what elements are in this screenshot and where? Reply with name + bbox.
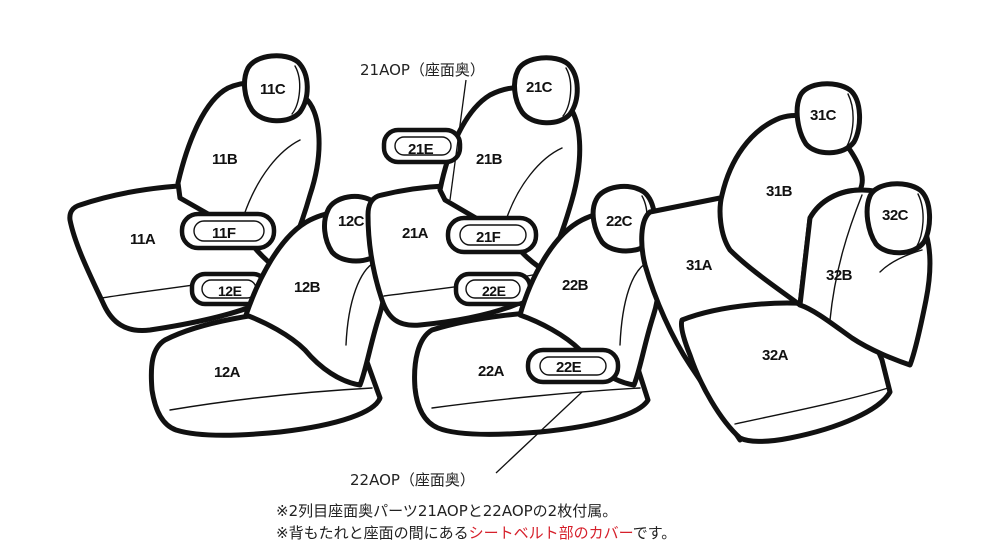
label-12A: 12A: [214, 364, 241, 381]
note-line-2: ※背もたれと座面の間にあるシートベルト部のカバーです。: [276, 522, 976, 544]
label-22E-lower: 22E: [556, 359, 582, 376]
seat-22: [412, 183, 663, 437]
label-21B: 21B: [476, 151, 503, 168]
label-12E: 12E: [218, 283, 242, 299]
label-22A: 22A: [478, 363, 505, 380]
label-32A: 32A: [762, 347, 789, 364]
label-11F: 11F: [212, 225, 236, 242]
callout-21AOP: 21AOP（座面奥）: [360, 61, 485, 79]
label-21F: 21F: [476, 229, 501, 246]
label-32B: 32B: [826, 267, 853, 284]
note-line-2-suffix: です。: [632, 524, 677, 542]
seat-12: [148, 193, 389, 438]
leader-22AOP: [495, 391, 583, 474]
label-21A: 21A: [402, 225, 429, 242]
label-22B: 22B: [562, 277, 589, 294]
label-12C: 12C: [338, 213, 365, 230]
note-line-2-prefix: ※背もたれと座面の間にある: [276, 524, 469, 542]
seat-31C-headrest: [794, 81, 862, 156]
label-21C: 21C: [526, 79, 553, 96]
seat-22E-belt-cover-lower: [525, 347, 621, 385]
notes-block: ※2列目座面奥パーツ21AOPと22AOPの2枚付属。 ※背もたれと座面の間にあ…: [276, 500, 976, 544]
seat-21F-armrest: [445, 215, 539, 255]
label-11B: 11B: [212, 151, 238, 168]
leader-21AOP: [449, 79, 467, 201]
seat-21C-headrest: [512, 55, 580, 126]
seat-21: [365, 55, 583, 328]
seat-3rd-row: [639, 81, 933, 444]
label-31B: 31B: [766, 183, 793, 200]
label-31C: 31C: [810, 107, 837, 124]
seat-32C-headrest: [864, 181, 932, 256]
label-22C: 22C: [606, 213, 633, 230]
label-11A: 11A: [130, 231, 156, 248]
label-21E: 21E: [408, 141, 434, 158]
seat-11C-headrest: [242, 53, 310, 124]
label-32C: 32C: [882, 207, 909, 224]
label-31A: 31A: [686, 257, 713, 274]
callout-22AOP: 22AOP（座面奥）: [350, 471, 475, 489]
note-line-1: ※2列目座面奥パーツ21AOPと22AOPの2枚付属。: [276, 502, 618, 520]
seat-21E-part: [381, 127, 463, 165]
note-line-2-highlight: シートベルト部のカバー: [468, 524, 633, 542]
label-11C: 11C: [260, 81, 286, 98]
label-12B: 12B: [294, 279, 321, 296]
label-22E-upper: 22E: [482, 283, 506, 299]
seat-11F-armrest: [179, 211, 277, 251]
seat-11: [67, 53, 322, 333]
